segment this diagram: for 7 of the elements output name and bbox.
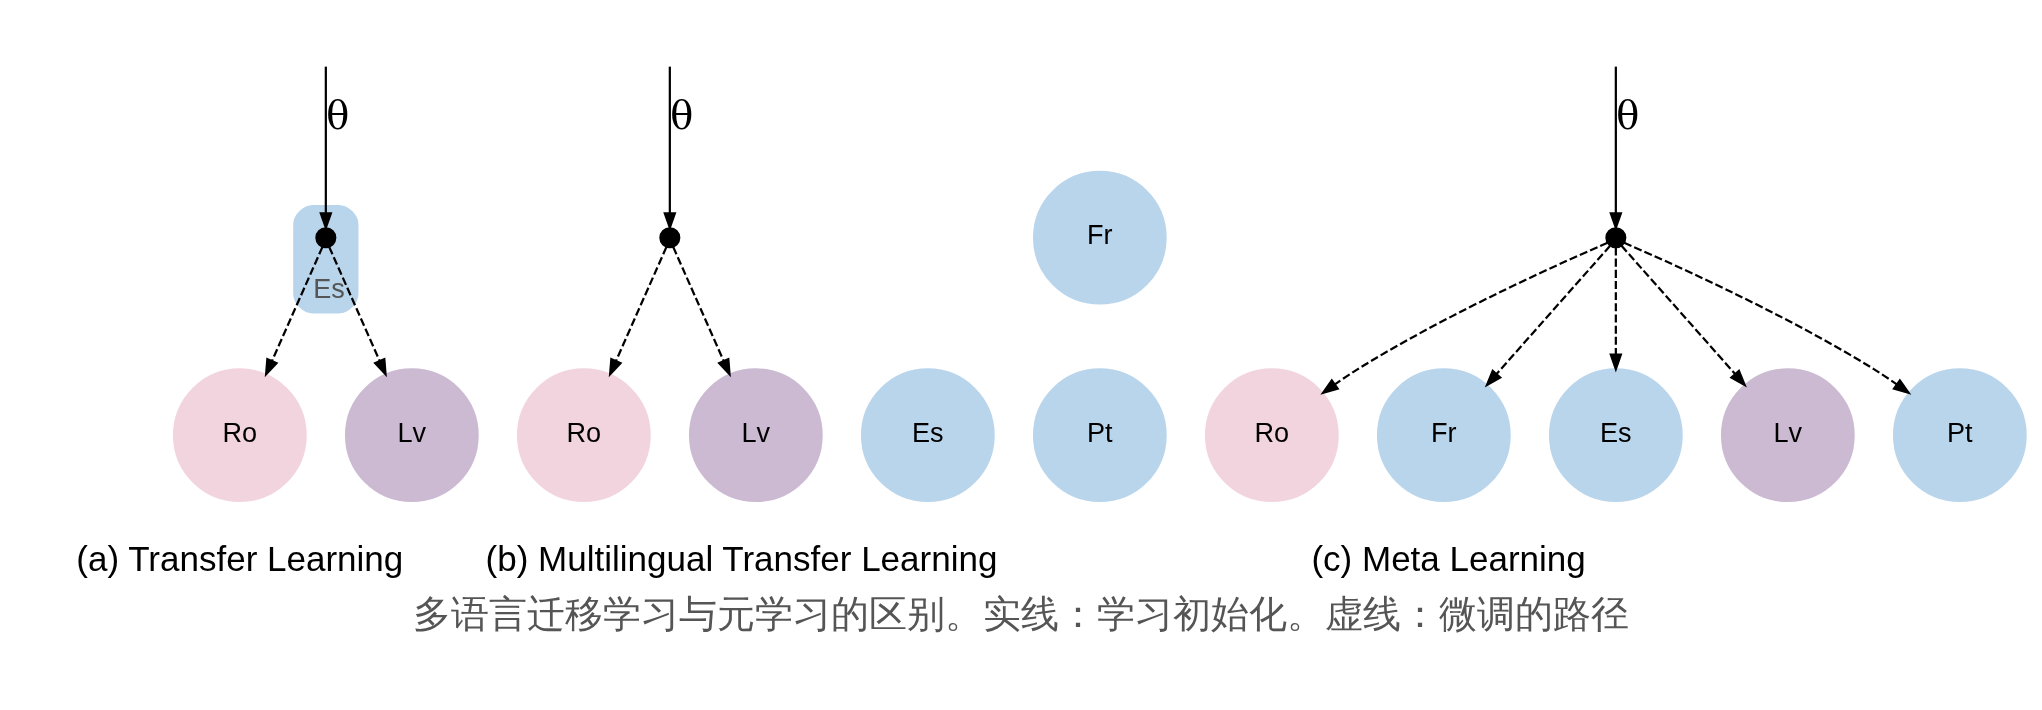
edge-label: θ [326, 93, 350, 138]
label: (c) Meta Learning [1311, 538, 1586, 578]
edge-label: θ [670, 93, 694, 138]
caption: 多语言迁移学习与元学习的区别。实线：学习初始化。虚线：微调的路径 [413, 592, 1629, 637]
edge-label: θ [1616, 93, 1640, 138]
label: (a) Transfer Learning [76, 538, 404, 578]
label: (b) Multilingual Transfer Learning [485, 538, 998, 578]
